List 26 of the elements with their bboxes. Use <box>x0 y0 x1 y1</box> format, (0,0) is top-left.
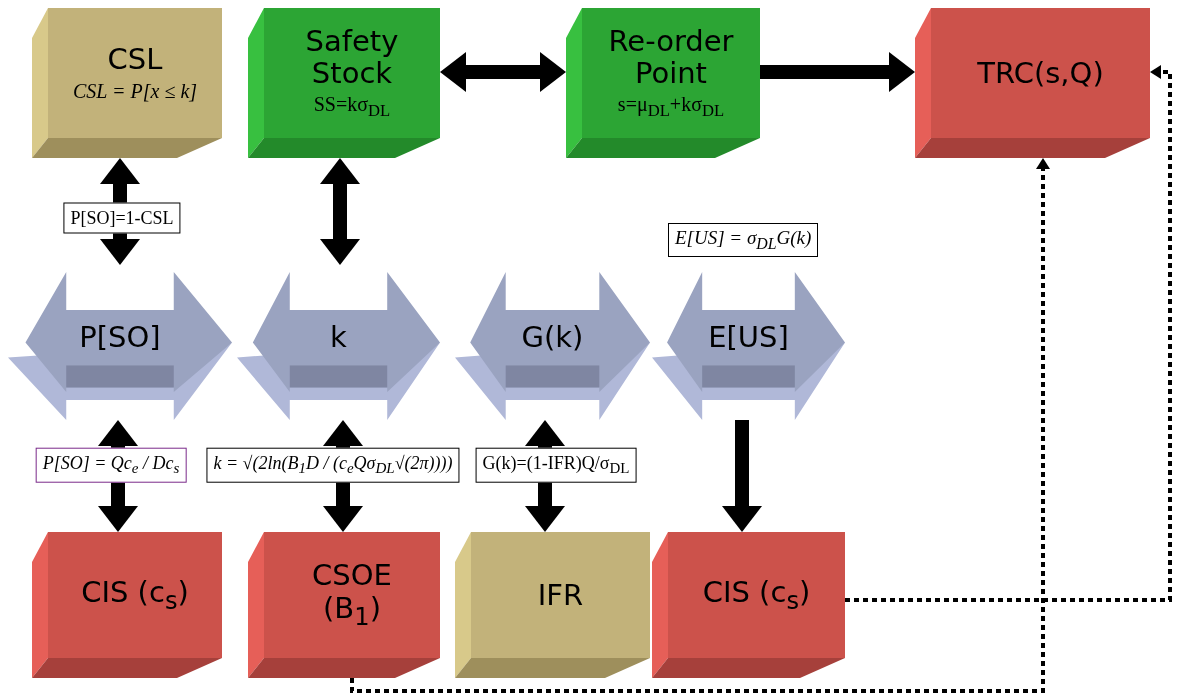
formula: s=μ$_{DL}$+kσ$_{DL}$ <box>617 93 725 122</box>
arrow <box>845 65 1172 602</box>
node-label: IFR <box>537 578 584 612</box>
node-label: E[US] <box>708 321 789 354</box>
arrow <box>440 52 566 92</box>
formula: SS=kσ$_{DL}$ <box>313 93 391 122</box>
node-label: TRC(s,Q) <box>977 56 1104 90</box>
arrow <box>760 52 915 92</box>
edge-label: G(k)=(1-IFR)Q/σ$_{DL}$ <box>475 447 637 483</box>
arrow <box>722 420 762 532</box>
arrow <box>320 158 360 265</box>
edge-label: P[SO] = Qc$_{e}$ / Dc$_{s}$ <box>35 447 187 483</box>
formula: CSL = P[x ≤ k] <box>72 79 198 103</box>
node-label: CSL <box>107 43 163 76</box>
arrow <box>350 158 1050 693</box>
node-label: G(k) <box>521 321 584 354</box>
edge-label: k = √(2ln(B$_{1}$D / (c$_{e}$Qσ$_{DL}$√(2π)))) <box>206 447 460 483</box>
formula: E[US] = σ$_{DL}$G(k) <box>668 223 819 257</box>
node-label: CSOE (B$_{1}$) <box>311 559 393 631</box>
node-label: CIS (c$_{s}$) <box>81 575 189 615</box>
node-label: Re-order Point <box>607 24 735 90</box>
node-label: CIS (c$_{s}$) <box>702 575 811 615</box>
node-label: P[SO] <box>79 321 161 354</box>
node-label: Safety Stock <box>304 24 400 90</box>
node-label: k <box>330 321 347 354</box>
edge-label: P[SO]=1-CSL <box>63 202 181 234</box>
